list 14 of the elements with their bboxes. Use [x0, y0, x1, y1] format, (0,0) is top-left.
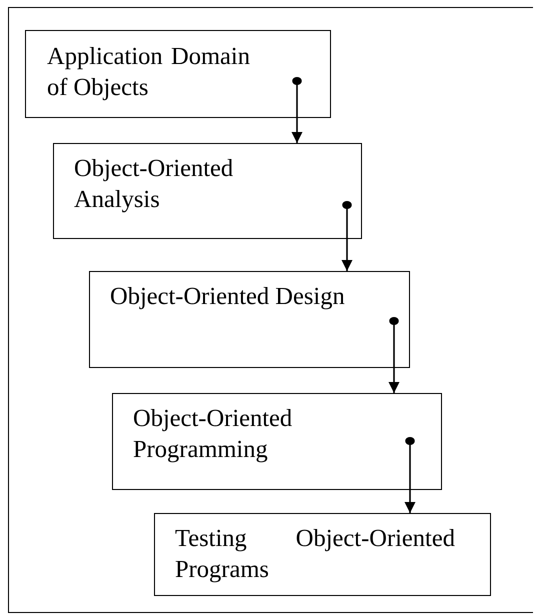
arrow [291, 77, 303, 143]
arrow [388, 317, 400, 393]
process-box [154, 513, 491, 596]
box-label: Object-Oriented Analysis [74, 154, 234, 215]
process-box [112, 393, 442, 490]
process-box [89, 271, 410, 368]
arrow [404, 437, 416, 513]
box-label: Application Domain of Objects [47, 42, 250, 103]
arrow [341, 201, 353, 271]
process-box [25, 30, 331, 118]
box-label: Testing Object-Oriented Programs [175, 524, 455, 585]
box-label: Object-Oriented Design [110, 282, 346, 312]
box-label: Object-Oriented Programming [133, 404, 294, 465]
process-box [53, 143, 362, 239]
